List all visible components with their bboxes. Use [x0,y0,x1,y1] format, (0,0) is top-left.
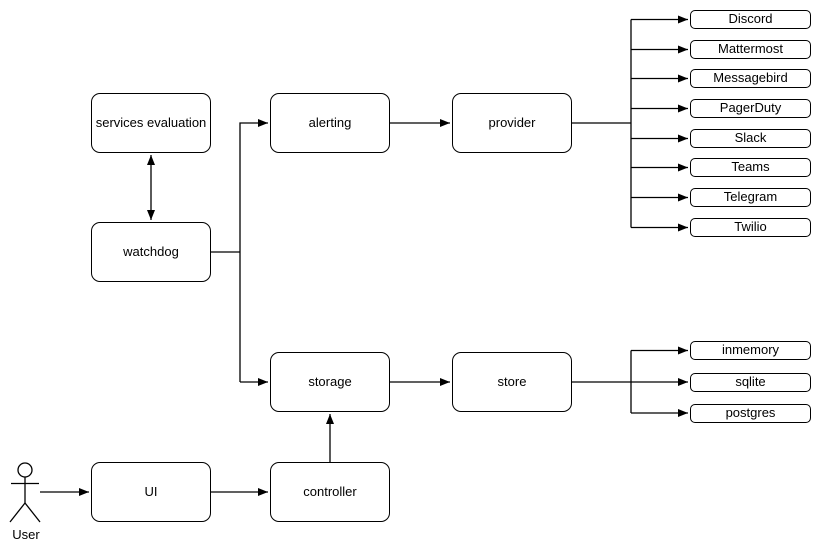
node-provider-mattermost: Mattermost [690,40,811,59]
node-provider-discord: Discord [690,10,811,29]
node-store-sqlite: sqlite [690,372,811,392]
node-store-postgres: postgres [690,403,811,423]
node-store-inmemory: inmemory [690,341,811,360]
node-storage: storage [270,352,390,412]
user-actor-icon [9,462,41,523]
node-provider: provider [452,93,572,153]
user-actor-label: User [12,527,40,542]
node-services-evaluation: services evaluation [91,93,211,153]
node-provider-twilio: Twilio [690,218,811,237]
node-alerting: alerting [270,93,390,153]
edge-junction-alerting [239,119,268,382]
node-provider-teams: Teams [690,158,811,177]
node-watchdog: watchdog [91,222,211,282]
node-provider-messagebird: Messagebird [690,69,811,88]
node-controller: controller [270,462,390,522]
node-provider-pagerduty: PagerDuty [690,99,811,118]
node-provider-slack: Slack [690,129,811,148]
node-store: store [452,352,572,412]
node-ui: UI [91,462,211,522]
node-provider-telegram: Telegram [690,188,811,207]
